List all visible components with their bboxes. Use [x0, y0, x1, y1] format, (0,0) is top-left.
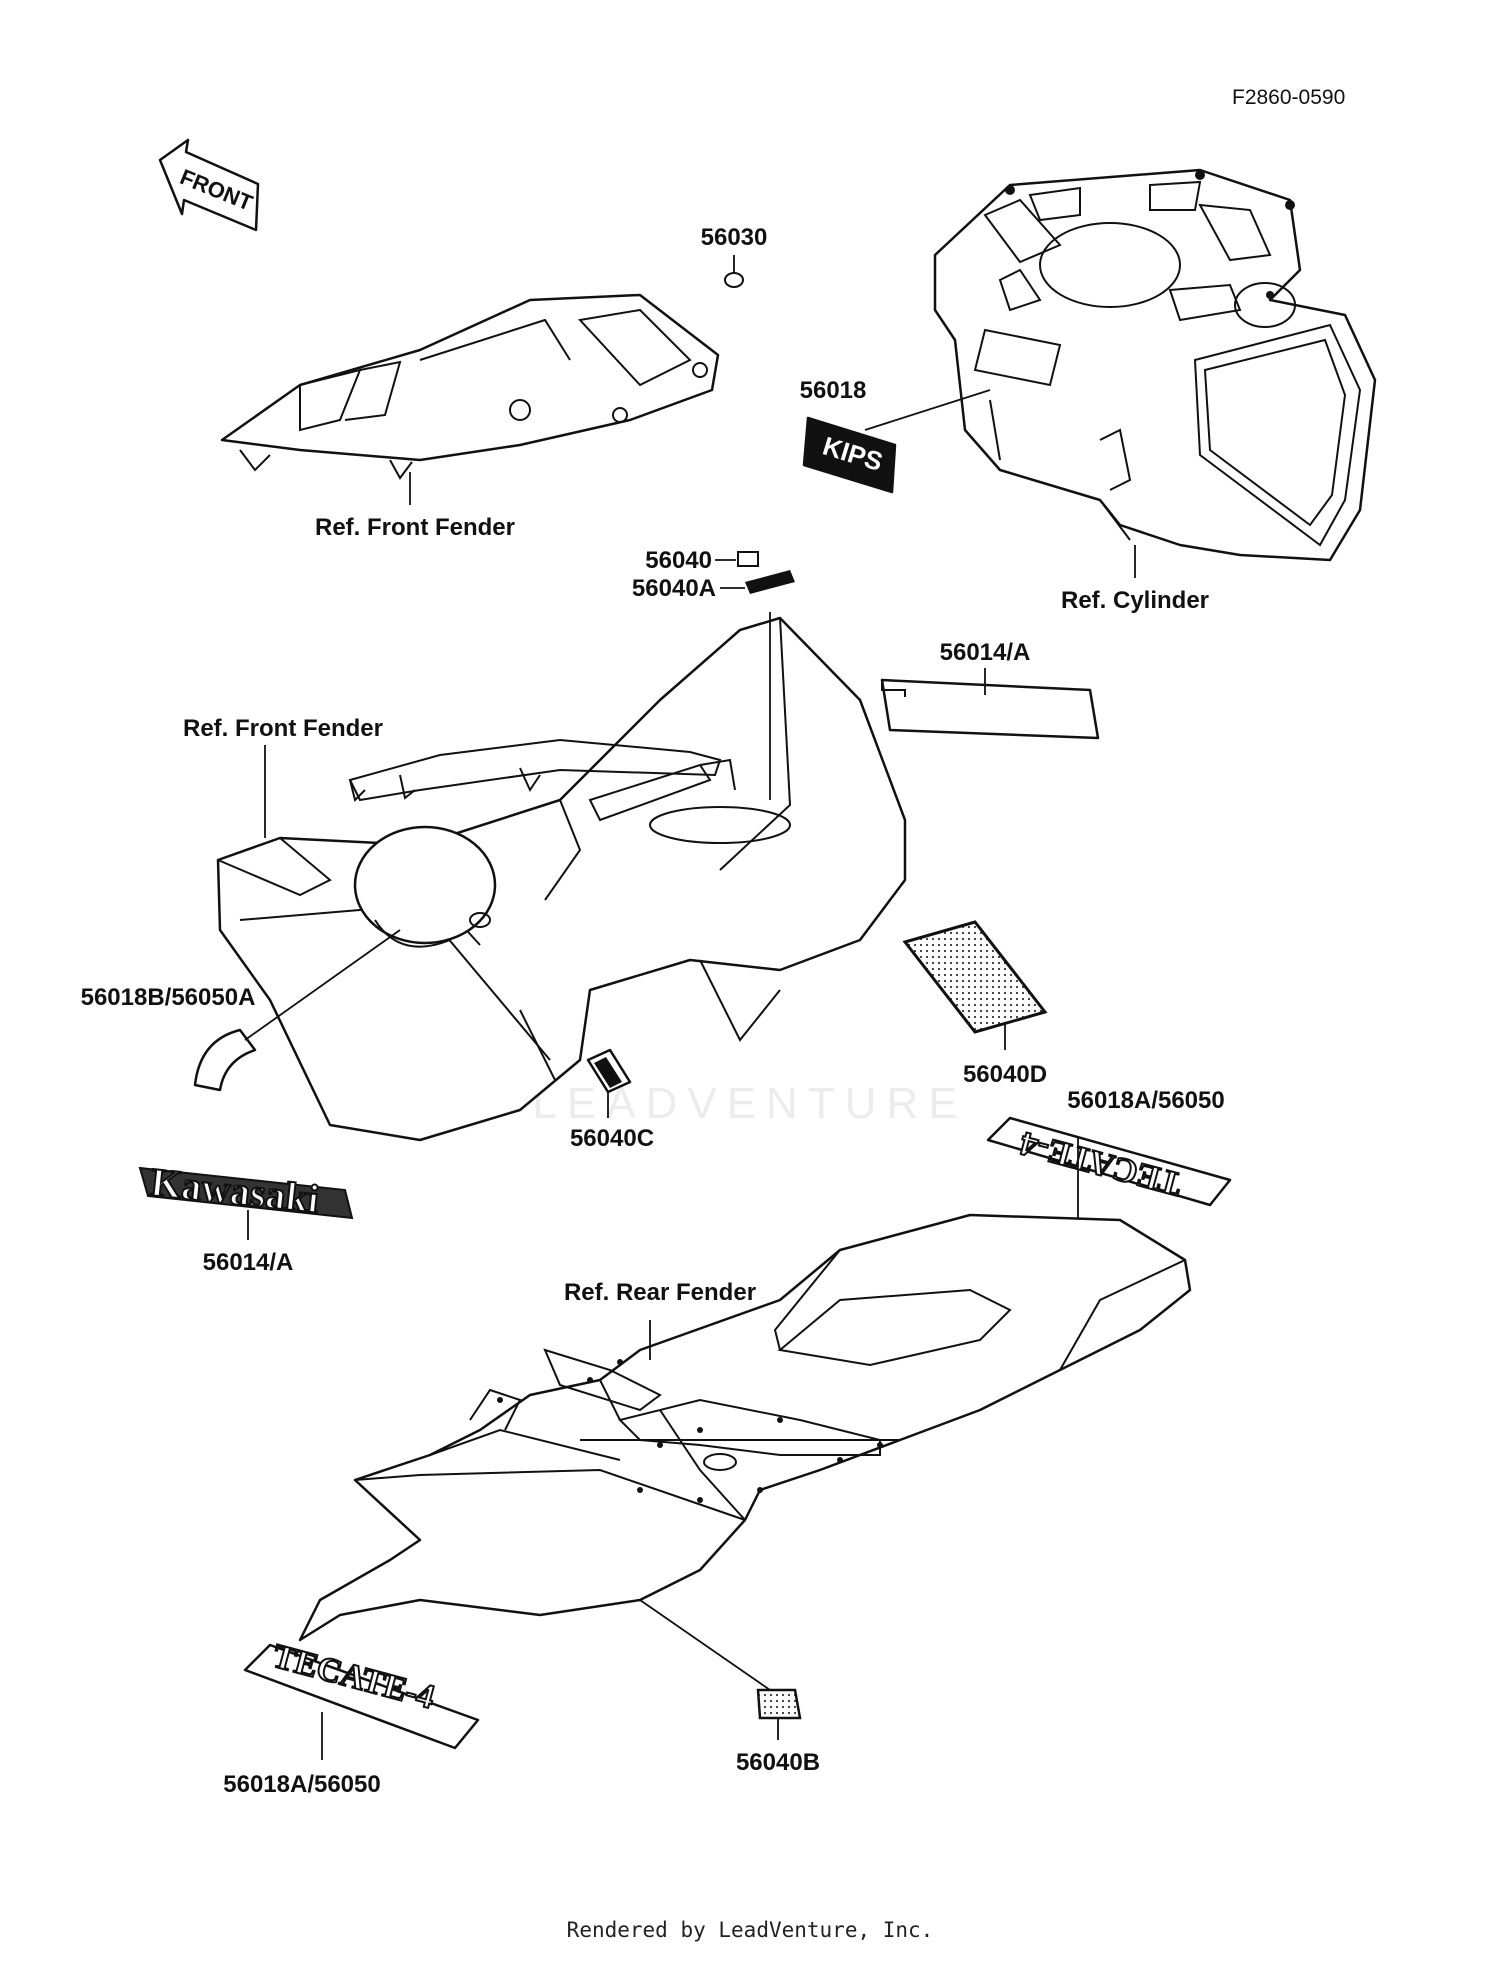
label-56018: 56018	[800, 377, 867, 404]
part-56030-grommet	[724, 272, 744, 288]
ref-front-fender-mid: Ref. Front Fender	[183, 715, 383, 742]
label-56018A-56050-top: 56018A/56050	[1067, 1087, 1224, 1114]
cylinder-part	[933, 168, 1377, 562]
front-fender-shroud-part	[216, 616, 907, 1142]
ref-rear-fender: Ref. Rear Fender	[564, 1279, 756, 1306]
tecate-top-text: TECATE-4	[1016, 1124, 1186, 1203]
diagram-code: F2860-0590	[1232, 86, 1345, 109]
label-56040D: 56040D	[963, 1061, 1047, 1088]
front-arrow-icon: FRONT	[158, 138, 260, 232]
part-56040B-sticker	[756, 1688, 802, 1720]
leader-56018	[864, 389, 991, 431]
label-56040B: 56040B	[736, 1749, 820, 1776]
footer-credit: Rendered by LeadVenture, Inc.	[566, 1918, 934, 1942]
label-56040A: 56040A	[632, 575, 716, 602]
rear-fender-part	[298, 1213, 1192, 1642]
part-56040D-plate	[902, 920, 1048, 1034]
label-56040: 56040	[645, 547, 712, 574]
ref-front-fender-top: Ref. Front Fender	[315, 514, 515, 541]
tecate-decal-bottom: TECATE-4	[243, 1637, 480, 1750]
kips-decal: KIPS	[802, 416, 897, 494]
part-56014A-strip	[880, 678, 1100, 740]
label-56030: 56030	[701, 224, 768, 251]
label-56014A-right: 56014/A	[940, 639, 1031, 666]
part-56018B-crescent	[193, 1028, 257, 1092]
part-56040-sticker	[737, 551, 759, 567]
watermark-text: LEADVENTURE	[532, 1079, 967, 1128]
part-56040A-sticker	[745, 570, 795, 594]
leader-56018B	[244, 929, 401, 1041]
kawasaki-decal-text: Kawasaki	[149, 1159, 322, 1221]
kawasaki-decal: Kawasaki	[138, 1158, 354, 1223]
front-fender-top-part	[220, 293, 720, 480]
label-56040C: 56040C	[570, 1125, 654, 1152]
ref-cylinder: Ref. Cylinder	[1061, 587, 1209, 614]
tecate-decal-top: TECATE-4	[986, 1116, 1232, 1207]
label-56014A-left: 56014/A	[203, 1249, 294, 1276]
label-56018A-56050-bottom: 56018A/56050	[223, 1771, 380, 1798]
leader-56040B-part	[639, 1599, 771, 1691]
strip-notch	[881, 680, 906, 697]
label-56018B-56050A: 56018B/56050A	[81, 984, 256, 1011]
